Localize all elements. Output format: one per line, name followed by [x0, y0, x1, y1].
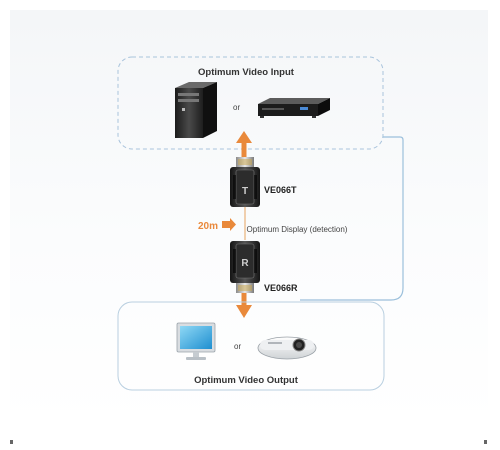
arrow-down-icon [236, 293, 252, 318]
dvd-player-icon [258, 98, 330, 118]
output-group-title: Optimum Video Output [194, 375, 299, 386]
receiver-model-label: VE066R [264, 283, 298, 293]
detection-connector-line [300, 136, 404, 301]
arrow-right-icon [222, 218, 236, 231]
input-group-title: Optimum Video Input [198, 67, 295, 78]
corner-mark-left [10, 440, 13, 444]
input-or-text: or [233, 103, 240, 112]
detection-label: Optimum Display (detection) [247, 225, 348, 234]
background-panel [10, 10, 488, 424]
receiver-badge: R [241, 258, 249, 269]
transmitter-badge: T [242, 186, 248, 197]
projector-icon [257, 336, 317, 360]
distance-label: 20m [198, 221, 218, 232]
receiver-device [230, 241, 260, 293]
transmitter-device [230, 157, 260, 207]
output-group-box [117, 301, 385, 391]
input-group-box [117, 56, 384, 150]
transmitter-model-label: VE066T [264, 185, 297, 195]
corner-mark-right [484, 440, 487, 444]
arrow-up-icon [236, 131, 252, 159]
output-or-text: or [234, 342, 241, 351]
pc-tower-icon [175, 82, 217, 138]
monitor-icon [176, 322, 216, 360]
